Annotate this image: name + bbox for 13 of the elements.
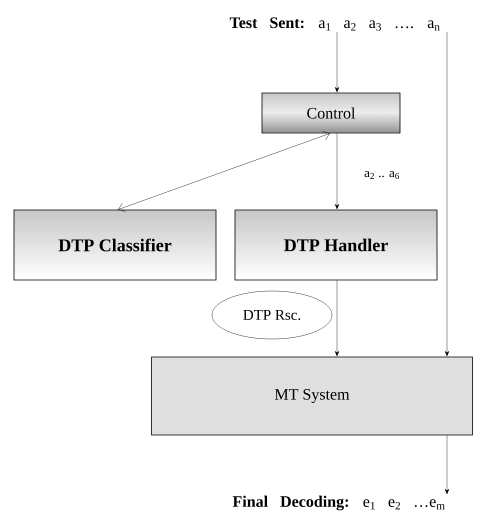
output-text: Final Decoding: e$_{1}$ e$_{2}$ …e$_{m}$ <box>232 496 445 510</box>
arrow <box>118 131 330 212</box>
arrow <box>334 133 340 210</box>
system-box: MT System <box>151 356 473 436</box>
title-text: Test Sent: a$_{1}$ a$_{2}$ a$_{3}$ …. a$_{n}$ <box>230 17 440 31</box>
handler-box: DTP Handler <box>234 210 438 280</box>
classifier-box: DTP Classifier <box>14 210 216 280</box>
arrow <box>334 280 340 356</box>
control-box: Control <box>262 92 400 134</box>
edge-label: a$_{2}$ .. a$_{6}$ <box>363 170 401 180</box>
arrow <box>444 32 450 356</box>
arrow <box>334 32 340 92</box>
arrow <box>444 435 450 494</box>
